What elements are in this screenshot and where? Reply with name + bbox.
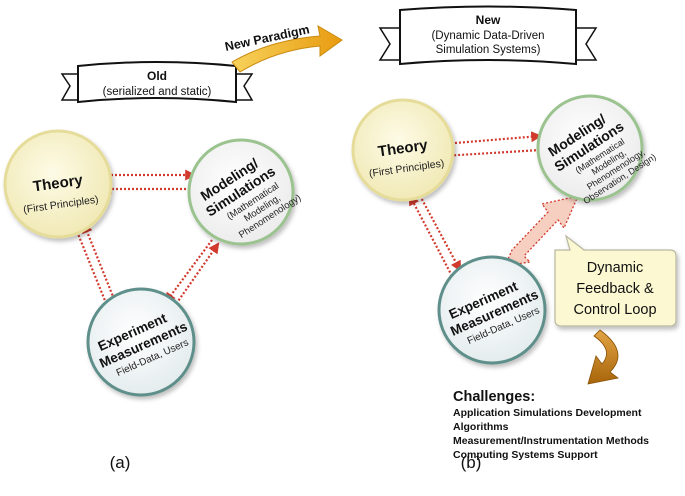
arrow-modeling-to-theory-b <box>440 148 541 161</box>
caption-b: (b) <box>461 453 482 472</box>
arrow-experiment-to-modeling <box>173 242 220 308</box>
challenge-item-3: Measurement/Instrumentation Methods <box>453 435 649 447</box>
arrow-modeling-to-experiment <box>164 239 213 304</box>
callout-line-1: Dynamic <box>587 260 643 276</box>
old-banner: Old (serialized and static) <box>60 61 254 104</box>
feedback-callout: Dynamic Feedback & Control Loop <box>554 234 677 327</box>
challenge-item-2: Algorithms <box>453 421 509 433</box>
theory-circle-a <box>3 129 113 239</box>
experiment-circle-b <box>437 255 547 365</box>
arrow-theory-to-modeling-b <box>442 131 543 146</box>
arrow-theory-to-experiment-b <box>417 191 462 272</box>
new-banner-sub-line2: Simulation Systems) <box>436 44 541 56</box>
challenge-item-1: Application Simulations Development <box>453 407 642 419</box>
arrow-experiment-to-theory-b <box>408 194 453 277</box>
new-banner-sub-line1: (Dynamic Data-Driven <box>431 30 544 42</box>
callout-line-3: Control Loop <box>573 302 656 318</box>
theory-circle-b <box>351 98 455 202</box>
panel-a: Old (serialized and static) Theory (Firs… <box>3 61 303 472</box>
theory-title-b: Theory <box>377 137 430 161</box>
new-paradigm-arrow: New Paradigm <box>224 22 343 73</box>
old-banner-title: Old <box>147 69 167 83</box>
new-banner: New (Dynamic Data-Driven Simulation Syst… <box>378 5 598 66</box>
experiment-circle-a <box>86 287 196 397</box>
challenges-block: Challenges: Application Simulations Deve… <box>453 389 649 461</box>
new-arrows <box>408 131 543 277</box>
modeling-circle-b <box>536 94 644 202</box>
old-banner-subtitle: (serialized and static) <box>103 86 212 98</box>
panel-b: New (Dynamic Data-Driven Simulation Syst… <box>351 5 677 472</box>
paradigm-arrow-shape <box>231 25 343 73</box>
callout-line-2: Feedback & <box>576 281 654 297</box>
challenges-title: Challenges: <box>453 389 535 405</box>
new-banner-title: New <box>476 13 501 27</box>
challenges-arrow <box>587 329 619 385</box>
theory-title-a: Theory <box>32 172 85 196</box>
challenge-item-4: Computing Systems Support <box>453 449 598 461</box>
modeling-circle-a <box>187 138 295 246</box>
caption-a: (a) <box>110 453 131 472</box>
